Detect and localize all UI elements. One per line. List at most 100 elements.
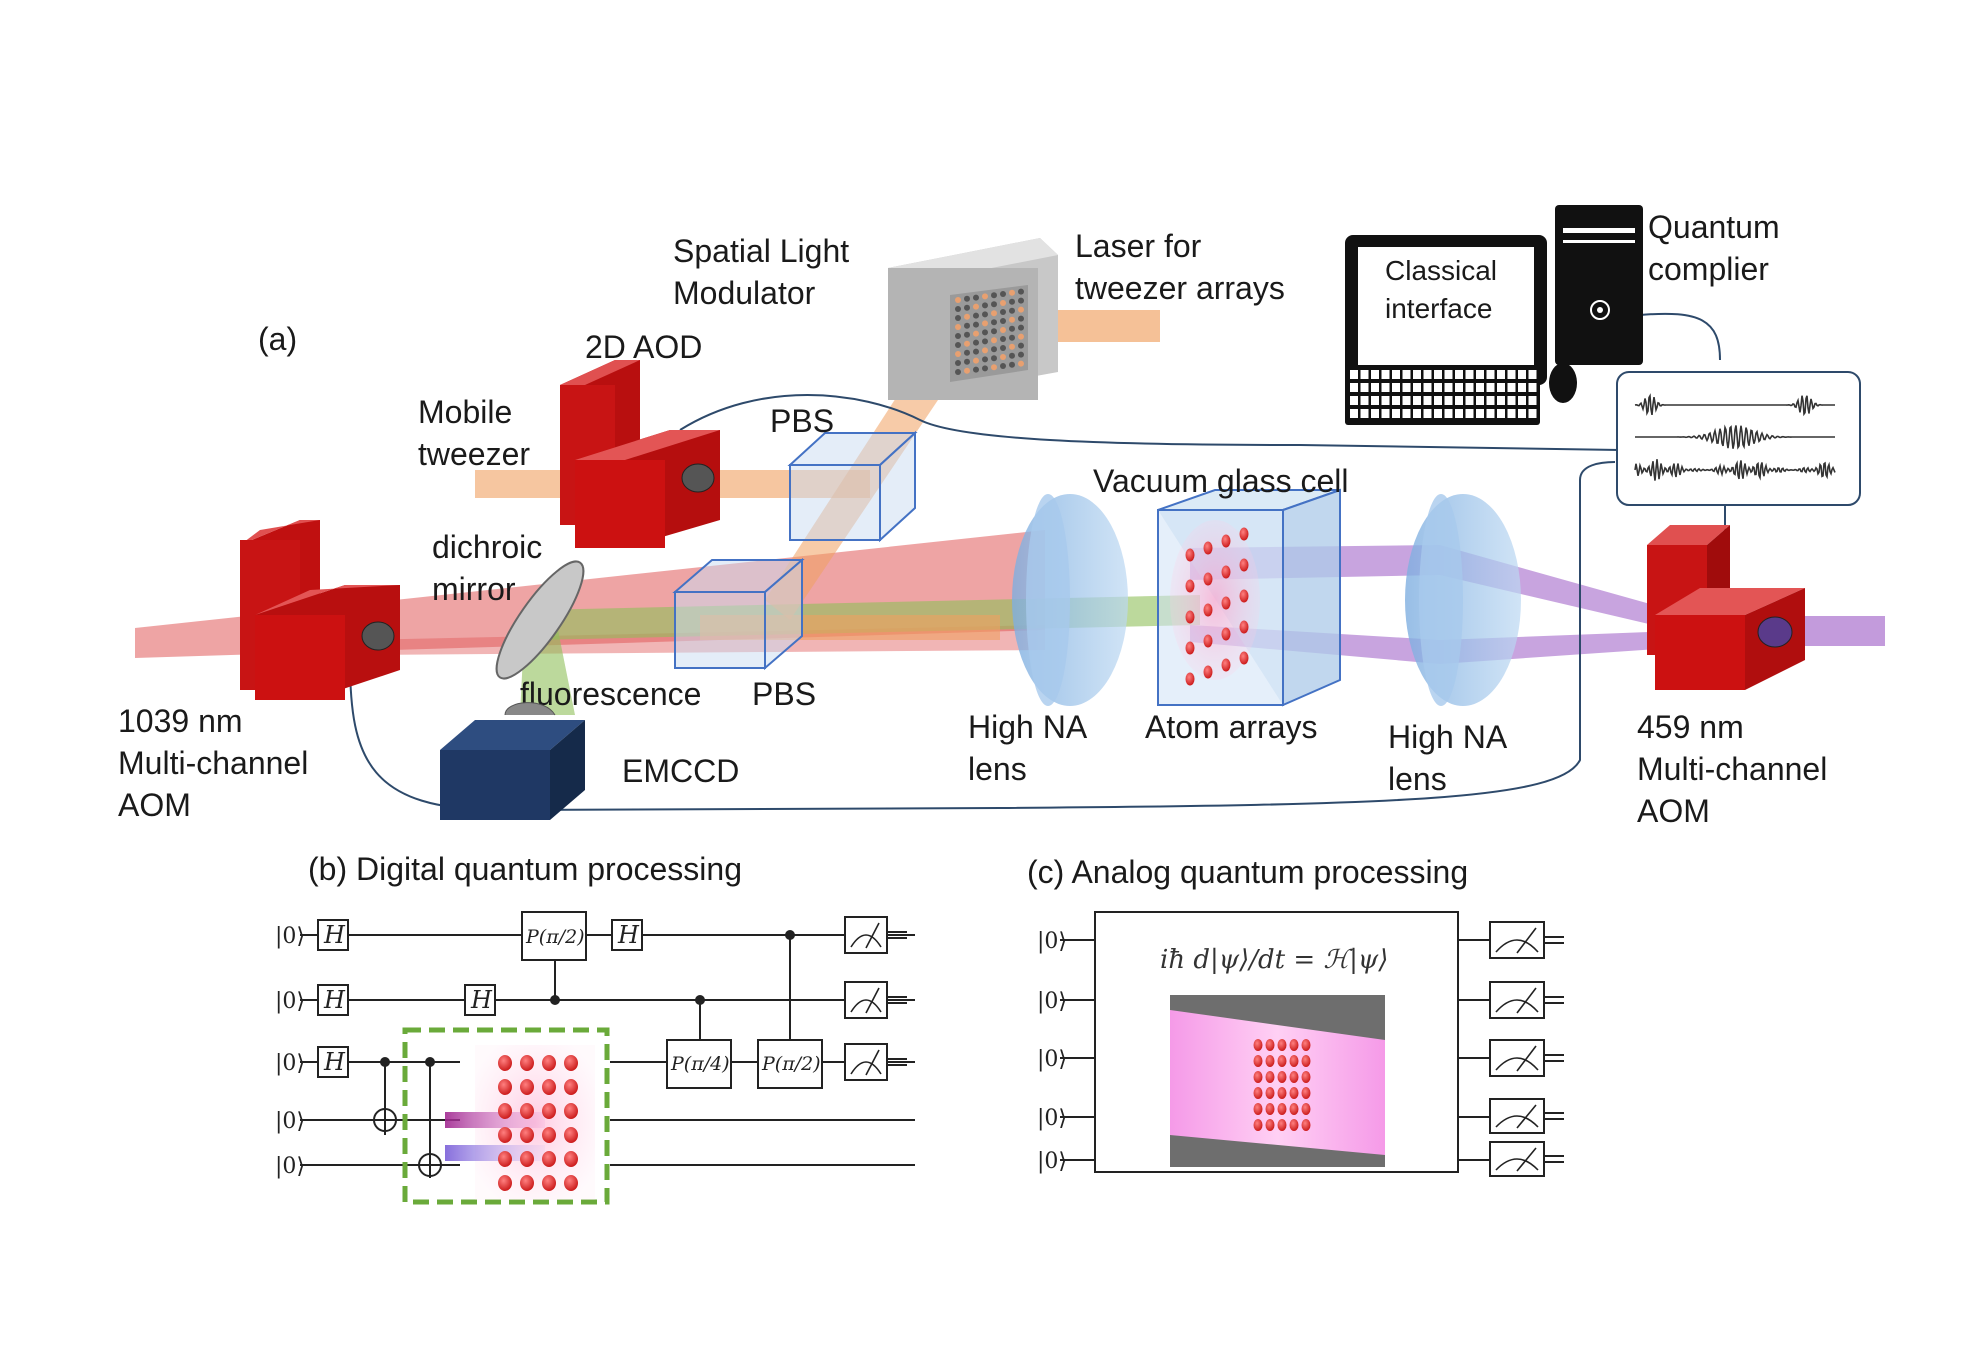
atom-dot bbox=[1265, 1071, 1275, 1083]
slm-pixel bbox=[982, 329, 988, 336]
keyboard-key bbox=[1371, 396, 1379, 405]
keyboard-key bbox=[1423, 396, 1432, 405]
lens-left-label-2: lens bbox=[968, 751, 1027, 787]
atom-array-grid bbox=[1185, 527, 1249, 686]
gate-h-3: H bbox=[317, 1046, 349, 1078]
slm-label-1: Spatial Light bbox=[673, 233, 849, 269]
atom-dot bbox=[498, 1103, 512, 1119]
keyboard-key bbox=[1455, 370, 1463, 379]
slm-pixel bbox=[1000, 300, 1006, 306]
keyboard-key bbox=[1392, 370, 1400, 379]
atom-dot bbox=[1277, 1071, 1287, 1083]
svg-text:H: H bbox=[323, 986, 346, 1014]
atom-dot bbox=[564, 1175, 578, 1191]
slm-pixel bbox=[964, 322, 970, 329]
slm-pixel bbox=[982, 311, 988, 318]
quantum-label-1: Quantum bbox=[1648, 209, 1780, 245]
slm-pixel bbox=[1009, 343, 1015, 350]
classical-label-2: interface bbox=[1385, 293, 1492, 324]
aom-left-label-2: Multi-channel bbox=[118, 745, 308, 781]
violet-pulse-lower bbox=[445, 1145, 545, 1161]
slm-pixel bbox=[1018, 288, 1024, 295]
svg-text:H: H bbox=[617, 921, 640, 949]
gate-h-4: H bbox=[464, 984, 496, 1016]
atom-dot bbox=[564, 1127, 578, 1143]
svg-text:H: H bbox=[323, 921, 346, 949]
slm-pixel-grid bbox=[955, 288, 1024, 375]
gate-p-quarter: P(π/4) bbox=[666, 1039, 732, 1089]
ket-c-3: |0⟩ bbox=[1037, 1047, 1067, 1072]
atom-dot bbox=[542, 1127, 556, 1143]
measurement-meter-icon bbox=[1489, 1141, 1564, 1177]
mobile-tweezer-label-1: Mobile bbox=[418, 394, 512, 430]
slm-pixel bbox=[991, 346, 997, 353]
schrodinger-equation: iħ d|ψ⟩/dt = ℋ|ψ⟩ bbox=[1160, 945, 1388, 975]
slm-pixel bbox=[964, 313, 970, 320]
slm-pixel bbox=[964, 340, 970, 347]
pbs-cube-top bbox=[787, 430, 918, 543]
lens-right-label-2: lens bbox=[1388, 761, 1447, 797]
slm-pixel bbox=[1000, 354, 1006, 360]
keyboard-key bbox=[1392, 383, 1400, 392]
keyboard-key bbox=[1486, 370, 1495, 379]
keyboard-key bbox=[1402, 396, 1411, 405]
slm-pixel bbox=[982, 302, 988, 309]
atom-dot bbox=[564, 1079, 578, 1095]
atom-dot bbox=[1185, 641, 1195, 655]
waveform-trace-1 bbox=[1634, 393, 1835, 417]
keyboard-key bbox=[1455, 409, 1463, 418]
measurement-meter-icon bbox=[1489, 921, 1564, 959]
keyboard-key bbox=[1455, 396, 1463, 405]
keyboard-key bbox=[1497, 370, 1505, 379]
keyboard-key bbox=[1444, 383, 1453, 392]
keyboard-key bbox=[1518, 383, 1526, 392]
measurement-meters-c bbox=[1489, 921, 1564, 1177]
slm-pixel bbox=[1009, 352, 1015, 359]
atom-dot bbox=[564, 1103, 578, 1119]
slm-pixel bbox=[982, 365, 988, 372]
measurement-meter-icon bbox=[844, 1043, 907, 1081]
slm-pixel bbox=[991, 319, 997, 326]
keyboard-key bbox=[1476, 409, 1484, 418]
keyboard-key bbox=[1350, 409, 1358, 418]
keyboard-key bbox=[1381, 370, 1390, 379]
keyboard-key bbox=[1402, 370, 1411, 379]
atom-dot bbox=[498, 1055, 512, 1071]
measurement-meters-b bbox=[844, 916, 907, 1081]
svg-text:H: H bbox=[470, 986, 493, 1014]
aom-right-label-1: 459 nm bbox=[1637, 709, 1744, 745]
ket-b-5: |0⟩ bbox=[275, 1154, 305, 1179]
quantum-label-2: complier bbox=[1648, 251, 1769, 287]
keyboard-key bbox=[1413, 370, 1421, 379]
laser-label-2: tweezer arrays bbox=[1075, 270, 1285, 306]
keyboard-key bbox=[1413, 383, 1421, 392]
keyboard-key bbox=[1455, 383, 1463, 392]
keyboard-key bbox=[1392, 396, 1400, 405]
pbs-cube-bottom bbox=[672, 557, 805, 671]
atom-dot bbox=[498, 1151, 512, 1167]
aod-label: 2D AOD bbox=[585, 329, 702, 365]
atom-dot bbox=[520, 1103, 534, 1119]
atom-dot bbox=[1289, 1103, 1299, 1115]
keyboard-key bbox=[1518, 409, 1526, 418]
computer-tower bbox=[1555, 205, 1643, 365]
keyboard-key bbox=[1476, 383, 1484, 392]
svg-text:P(π/2): P(π/2) bbox=[525, 926, 585, 948]
slm-pixel bbox=[982, 338, 988, 345]
atom-dot bbox=[1277, 1103, 1287, 1115]
slm-pixel bbox=[973, 366, 979, 373]
ket-b-2: |0⟩ bbox=[275, 989, 305, 1014]
keyboard-key bbox=[1371, 409, 1379, 418]
lens-right bbox=[1405, 494, 1521, 706]
atom-dot bbox=[1221, 658, 1231, 672]
svg-text:H: H bbox=[323, 1048, 346, 1076]
slm-pixel bbox=[973, 348, 979, 355]
atom-dot bbox=[1203, 603, 1213, 617]
aom-right-label-2: Multi-channel bbox=[1637, 751, 1827, 787]
slm-label-2: Modulator bbox=[673, 275, 816, 311]
slm-pixel bbox=[1018, 333, 1024, 340]
atom-dot bbox=[520, 1055, 534, 1071]
cable-bottom-loop bbox=[349, 461, 1616, 812]
keyboard-key bbox=[1350, 370, 1358, 379]
